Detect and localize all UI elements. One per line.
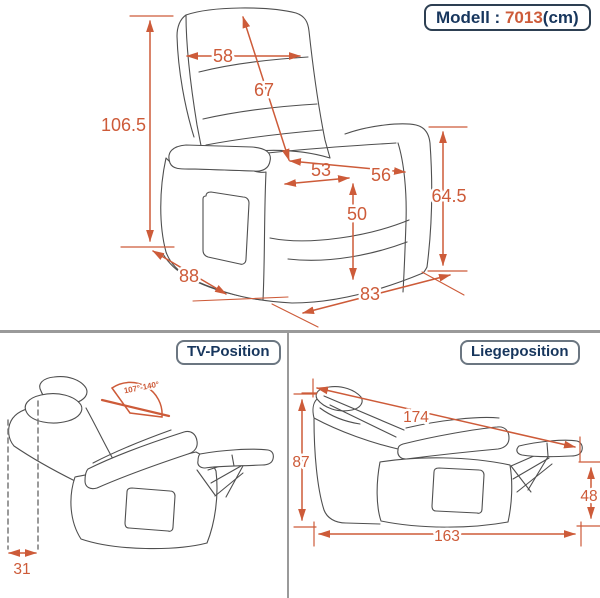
horizontal-divider [0, 330, 600, 333]
dim-base-depth: 88 [179, 266, 199, 286]
dim-base-width: 83 [360, 284, 380, 304]
dim-back-height: 87 [292, 454, 309, 471]
angle-arc-fill [110, 381, 163, 418]
tv-position-badge: TV-Position [176, 340, 281, 365]
tv-dimensions: 31 [7, 400, 39, 581]
dim-armrest-height: 64.5 [431, 186, 466, 206]
side-pocket [431, 467, 485, 514]
dim-total-height: 106.5 [101, 115, 146, 135]
lying-dimensions: 174 87 48 163 [290, 378, 600, 548]
dim-diagonal-length: 174 [403, 409, 429, 426]
dim-seat-front-height: 50 [347, 204, 367, 224]
dim-footrest-height: 48 [580, 488, 597, 505]
vertical-divider [287, 333, 289, 598]
dim-wall-distance: 31 [13, 561, 30, 578]
model-badge: Modell : 7013(cm) [424, 4, 591, 32]
model-label: Modell : [436, 8, 505, 27]
recliner-lying-position-drawing [312, 386, 583, 528]
side-pocket [124, 487, 176, 532]
dim-backrest-length: 67 [254, 80, 274, 100]
model-number: 7013 [504, 8, 543, 27]
side-pocket [202, 191, 250, 265]
recline-angle-indicator: 107°-140° [100, 378, 171, 418]
tv-position-title: TV-Position [187, 343, 270, 360]
upright-dimensions: 106.5 58 67 53 56 50 64.5 88 [98, 15, 469, 328]
dim-base-length: 163 [434, 528, 460, 545]
lying-position-badge: Liegeposition [460, 340, 580, 365]
recliner-upright-drawing [160, 7, 433, 304]
model-unit: (cm) [542, 8, 579, 27]
recliner-tv-position-drawing [8, 376, 274, 550]
lying-position-title: Liegeposition [471, 343, 569, 360]
dim-backrest-width: 58 [213, 46, 233, 66]
dim-seat-depth: 56 [371, 165, 391, 185]
